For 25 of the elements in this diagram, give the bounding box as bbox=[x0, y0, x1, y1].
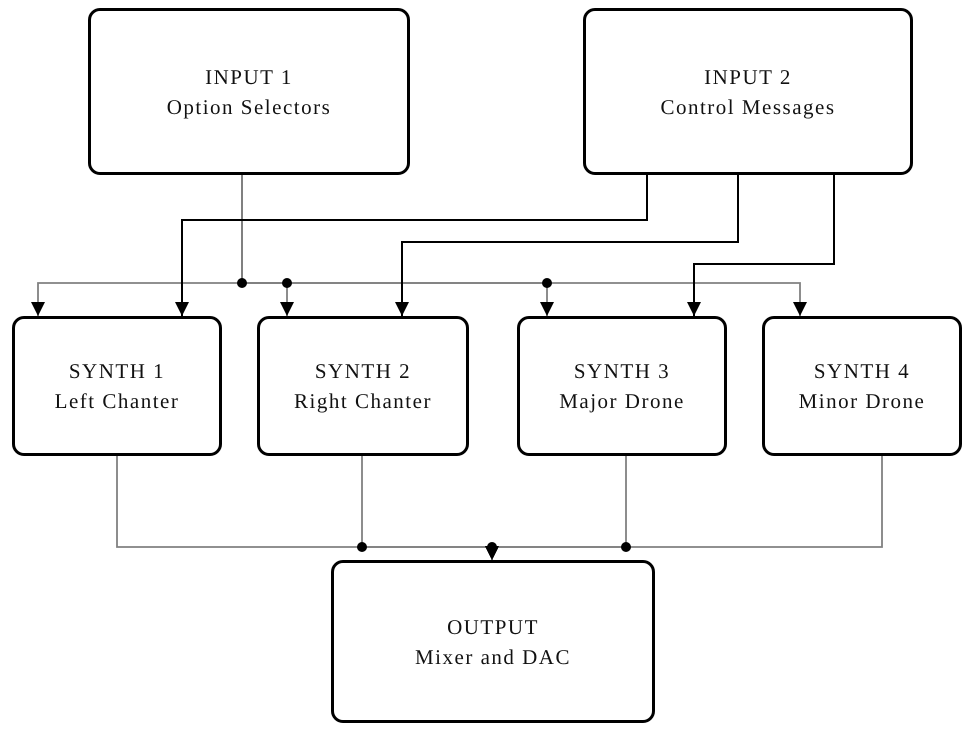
block-title: SYNTH 2 bbox=[314, 358, 412, 385]
block-subtitle: Option Selectors bbox=[166, 94, 332, 120]
connector-arrow bbox=[687, 175, 835, 316]
block-title: OUTPUT bbox=[447, 614, 539, 640]
block-title: SYNTH 3 bbox=[574, 358, 670, 385]
block-box bbox=[517, 316, 727, 456]
connector-arrow bbox=[485, 456, 883, 560]
block-subtitle: Major Drone bbox=[559, 388, 685, 415]
block-box bbox=[88, 8, 410, 175]
connector-arrow bbox=[395, 175, 739, 316]
block-box bbox=[331, 560, 655, 723]
block-subtitle: Left Chanter bbox=[54, 388, 180, 415]
connector-arrow bbox=[175, 175, 648, 316]
block-title: SYNTH 4 bbox=[814, 358, 910, 385]
block-title: INPUT 2 bbox=[704, 64, 792, 90]
block-box bbox=[583, 8, 913, 175]
block-box bbox=[12, 316, 222, 456]
block-title: SYNTH 1 bbox=[68, 358, 166, 385]
block-subtitle: Right Chanter bbox=[294, 388, 432, 415]
block-title: INPUT 1 bbox=[205, 64, 293, 90]
block-subtitle: Control Messages bbox=[660, 94, 836, 120]
block-subtitle: Minor Drone bbox=[798, 388, 926, 415]
block-box bbox=[762, 316, 962, 456]
block-subtitle: Mixer and DAC bbox=[415, 644, 571, 670]
block-box bbox=[257, 316, 469, 456]
